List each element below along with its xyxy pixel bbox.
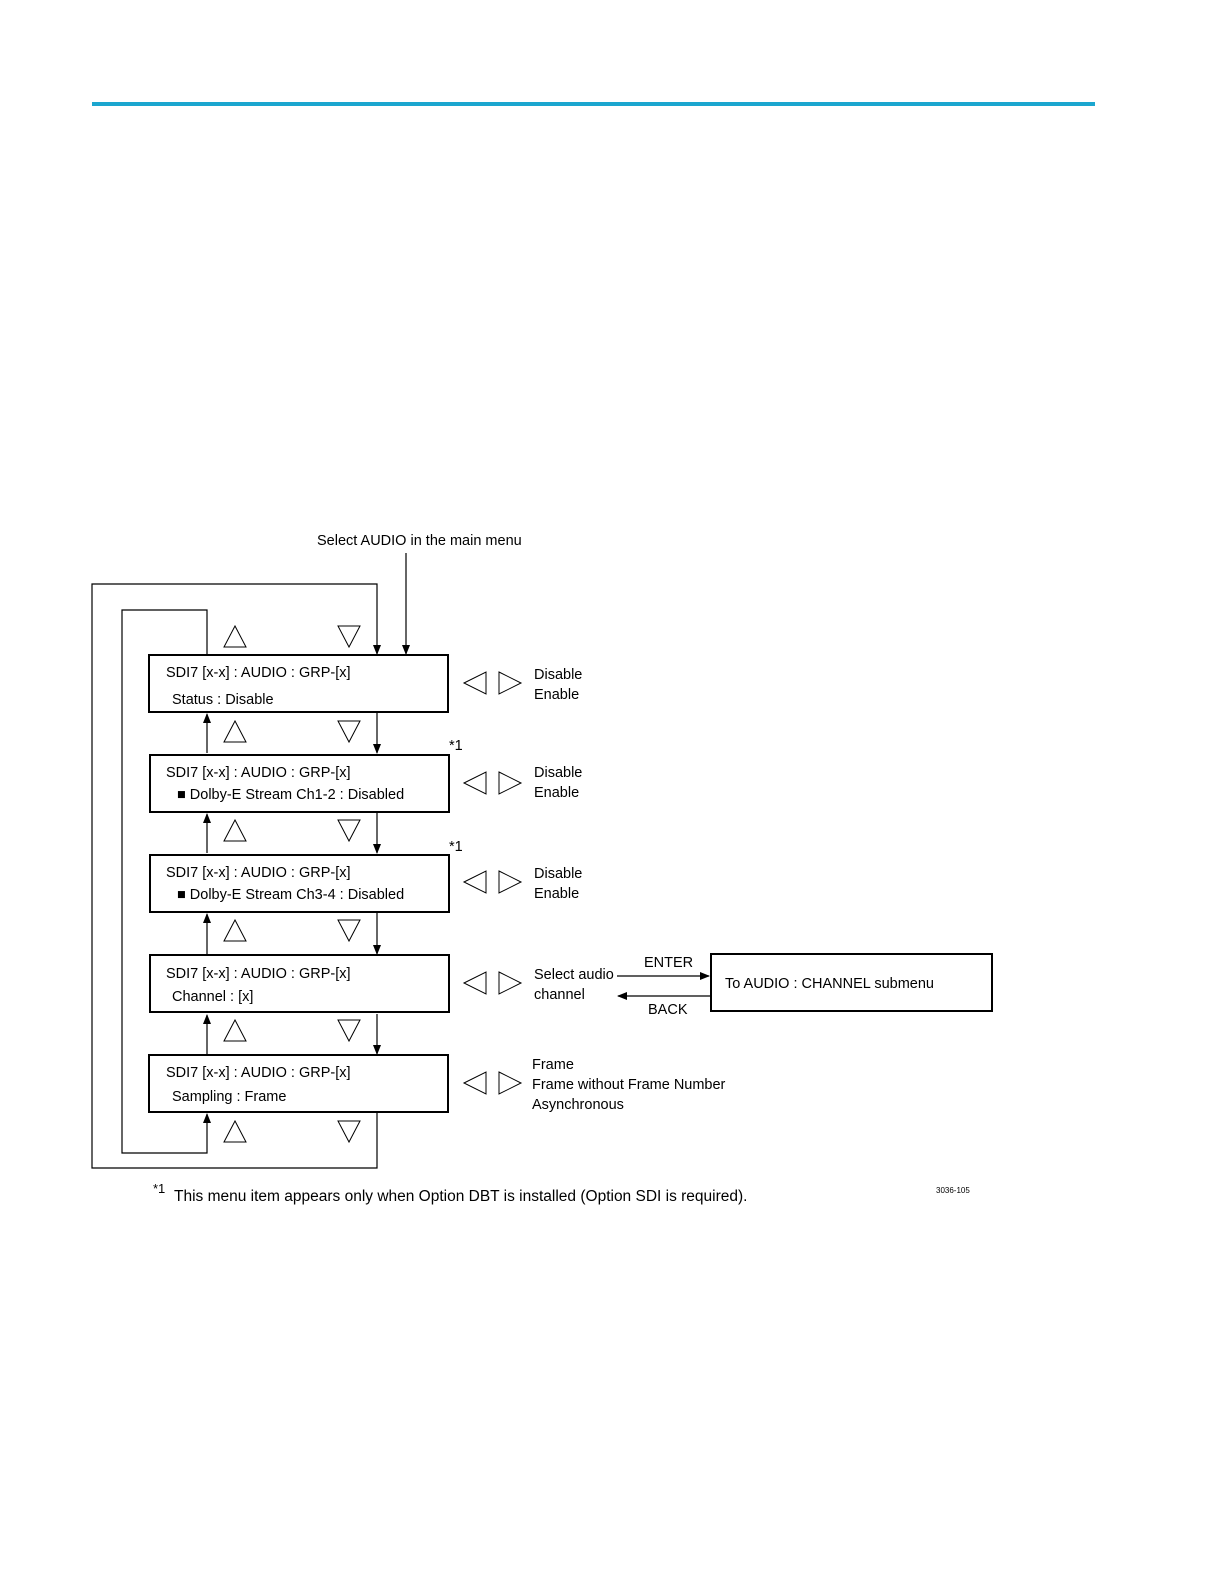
down-triangle-icon xyxy=(337,1120,361,1144)
outer-loop-connector xyxy=(91,583,381,1169)
up-triangle-icon xyxy=(223,1018,247,1042)
footnote-marker: *1 xyxy=(449,738,463,754)
left-right-key-icons xyxy=(462,671,523,1095)
figure-id: 3036-105 xyxy=(936,1186,970,1195)
menu-item-sampling: SDI7 [x-x] : AUDIO : GRP-[x] Sampling : … xyxy=(148,1054,449,1113)
menu-item-title: SDI7 [x-x] : AUDIO : GRP-[x] xyxy=(166,765,351,781)
footnote-marker: *1 xyxy=(449,839,463,855)
enter-label: ENTER xyxy=(644,955,693,971)
menu-item-title: SDI7 [x-x] : AUDIO : GRP-[x] xyxy=(166,665,351,681)
right-triangle-icon xyxy=(498,971,523,995)
menu-item-setting: Channel : [x] xyxy=(172,989,253,1005)
options-status: Disable Enable xyxy=(534,667,582,703)
option-text: Disable xyxy=(534,866,582,882)
right-triangle-icon xyxy=(498,870,523,894)
left-triangle-icon xyxy=(462,870,487,894)
down-triangle-icon xyxy=(337,720,361,744)
inner-loop-connector xyxy=(121,609,211,1154)
options-sampling: Frame Frame without Frame Number Asynchr… xyxy=(532,1057,726,1113)
up-triangle-icon xyxy=(223,818,247,842)
left-triangle-icon xyxy=(462,1071,487,1095)
option-text: Enable xyxy=(534,886,579,902)
menu-item-setting: Status : Disable xyxy=(172,692,274,708)
menu-item-title: SDI7 [x-x] : AUDIO : GRP-[x] xyxy=(166,966,351,982)
entry-label: Select AUDIO in the main menu xyxy=(317,533,522,549)
up-key-icons xyxy=(223,624,247,1143)
option-text: Asynchronous xyxy=(532,1097,624,1113)
submenu-box: To AUDIO : CHANNEL submenu xyxy=(710,953,993,1012)
option-text: channel xyxy=(534,987,585,1003)
left-triangle-icon xyxy=(462,671,487,695)
options-dolby-ch3-4: Disable Enable xyxy=(534,866,582,902)
options-dolby-ch1-2: Disable Enable xyxy=(534,765,582,801)
menu-item-setting: ■ Dolby-E Stream Ch1-2 : Disabled xyxy=(177,787,404,803)
footnote-text: This menu item appears only when Option … xyxy=(174,1188,747,1205)
right-triangle-icon xyxy=(498,671,523,695)
down-key-icons xyxy=(337,625,361,1144)
option-text: Frame xyxy=(532,1057,574,1073)
option-text: Disable xyxy=(534,667,582,683)
footnote-marker: *1 xyxy=(153,1181,165,1196)
right-triangle-icon xyxy=(498,771,523,795)
menu-item-dolby-ch1-2: SDI7 [x-x] : AUDIO : GRP-[x] ■ Dolby-E S… xyxy=(149,738,463,813)
up-triangle-icon xyxy=(223,624,247,648)
menu-item-status: SDI7 [x-x] : AUDIO : GRP-[x] Status : Di… xyxy=(148,654,449,713)
option-text: Disable xyxy=(534,765,582,781)
submenu-label: To AUDIO : CHANNEL submenu xyxy=(725,976,934,992)
left-triangle-icon xyxy=(462,771,487,795)
menu-item-title: SDI7 [x-x] : AUDIO : GRP-[x] xyxy=(166,1065,351,1081)
menu-item-setting: Sampling : Frame xyxy=(172,1089,286,1105)
up-triangle-icon xyxy=(223,1119,247,1143)
menu-item-channel: SDI7 [x-x] : AUDIO : GRP-[x] Channel : [… xyxy=(149,954,450,1013)
menu-item-setting: ■ Dolby-E Stream Ch3-4 : Disabled xyxy=(177,887,404,903)
menu-item-title: SDI7 [x-x] : AUDIO : GRP-[x] xyxy=(166,865,351,881)
menu-item-dolby-ch3-4: SDI7 [x-x] : AUDIO : GRP-[x] ■ Dolby-E S… xyxy=(149,839,463,913)
header-rule xyxy=(92,102,1095,106)
option-text: Frame without Frame Number xyxy=(532,1077,726,1093)
right-triangle-icon xyxy=(498,1071,523,1095)
up-triangle-icon xyxy=(223,719,247,743)
back-label: BACK xyxy=(648,1002,688,1018)
options-channel: Select audio channel xyxy=(534,967,614,1003)
up-triangle-icon xyxy=(223,918,247,942)
down-triangle-icon xyxy=(337,1019,361,1043)
option-text: Select audio xyxy=(534,967,614,983)
down-triangle-icon xyxy=(337,625,361,649)
option-text: Enable xyxy=(534,687,579,703)
left-triangle-icon xyxy=(462,971,487,995)
down-triangle-icon xyxy=(337,919,361,943)
option-text: Enable xyxy=(534,785,579,801)
down-triangle-icon xyxy=(337,819,361,843)
